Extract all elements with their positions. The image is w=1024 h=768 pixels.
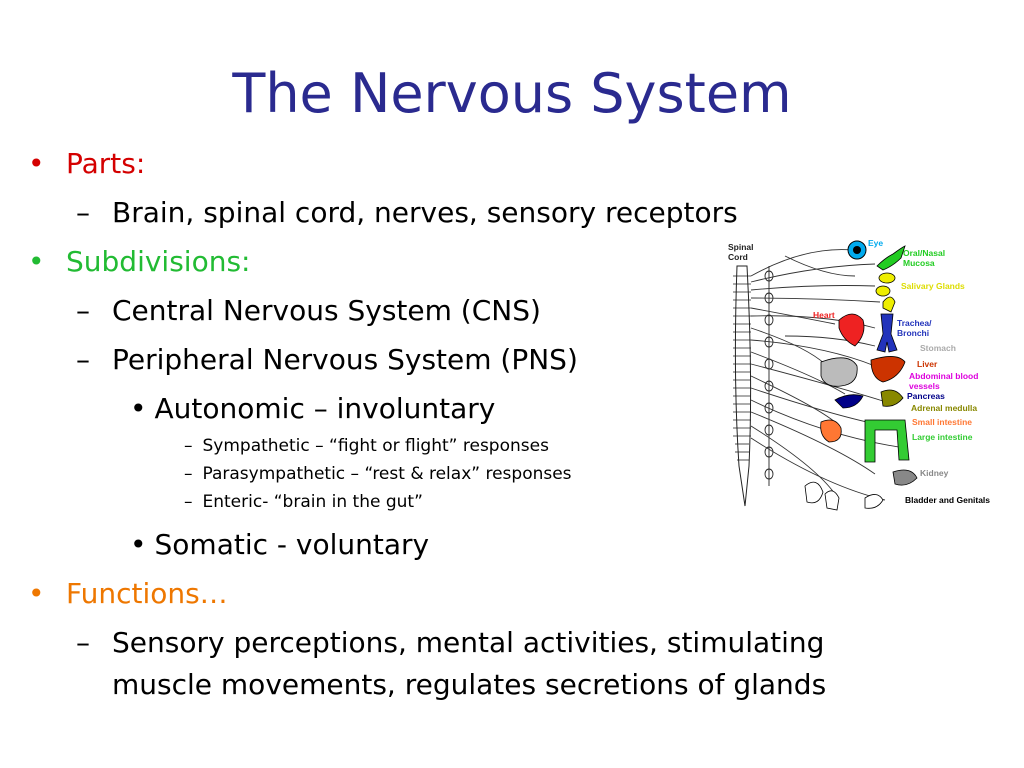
bullet-marker: • xyxy=(130,392,147,425)
parts-heading: Parts: xyxy=(66,147,146,180)
sympathetic-text: Sympathetic – “fight or flight” response… xyxy=(202,436,549,456)
nervous-system-diagram: Spinal Cord Eye Oral/Nasal Mucosa Saliva… xyxy=(725,236,1003,516)
eye-organ xyxy=(847,240,867,260)
subdash-parasympathetic: –Parasympathetic – “rest & relax” respon… xyxy=(184,463,572,485)
stomach-organ xyxy=(820,357,858,387)
heart-label: Heart xyxy=(813,310,835,320)
large-intestine-label: Large intestine xyxy=(912,432,973,442)
large-intestine-organ xyxy=(864,419,910,463)
dash-marker: – xyxy=(184,464,193,484)
bullet-functions: • Functions… xyxy=(28,577,228,611)
subdash-enteric: –Enteric- “brain in the gut” xyxy=(184,491,423,513)
liver-organ xyxy=(870,356,906,383)
subbullet-somatic: •Somatic - voluntary xyxy=(130,528,429,562)
functions-line1: Sensory perceptions, mental activities, … xyxy=(112,626,825,659)
subdash-sympathetic: –Sympathetic – “fight or flight” respons… xyxy=(184,435,549,457)
salivary-organ xyxy=(875,272,896,313)
enteric-text: Enteric- “brain in the gut” xyxy=(202,492,423,512)
slide-title: The Nervous System xyxy=(232,62,792,125)
functions-line2: muscle movements, regulates secretions o… xyxy=(112,668,827,701)
bullet-parts: • Parts: xyxy=(28,147,145,181)
trachea-label: Trachea/ Bronchi xyxy=(897,318,932,338)
eye-label: Eye xyxy=(868,238,884,248)
liver-label: Liver xyxy=(917,359,938,369)
bullet-marker: • xyxy=(28,147,45,180)
bullet-marker: • xyxy=(130,528,147,561)
stomach-label: Stomach xyxy=(920,343,956,353)
bullet-marker: • xyxy=(28,577,45,610)
oral-nasal-organ xyxy=(876,245,906,271)
subdivisions-heading: Subdivisions: xyxy=(66,245,251,278)
dash-marker: – xyxy=(76,343,90,376)
trachea-organ xyxy=(876,313,898,353)
subbullet-autonomic: •Autonomic – involuntary xyxy=(130,392,495,426)
pns-text: Peripheral Nervous System (PNS) xyxy=(112,343,578,376)
small-intestine-label: Small intestine xyxy=(912,417,972,427)
bullet-subdivisions: • Subdivisions: xyxy=(28,245,250,279)
dash-parts-items: –Brain, spinal cord, nerves, sensory rec… xyxy=(76,196,738,230)
dash-marker: – xyxy=(184,436,193,456)
salivary-label: Salivary Glands xyxy=(901,281,965,291)
dash-marker: – xyxy=(184,492,193,512)
kidney-organ xyxy=(892,469,918,486)
spinal-cord-label: Spinal Cord xyxy=(728,242,754,262)
spinal-cord-shape xyxy=(733,265,774,507)
somatic-text: Somatic - voluntary xyxy=(154,528,430,561)
oral-nasal-label: Oral/Nasal Mucosa xyxy=(903,248,946,268)
adrenal-organ xyxy=(880,389,904,407)
dash-marker: – xyxy=(76,196,90,229)
heart-organ xyxy=(838,313,865,347)
kidney-label: Kidney xyxy=(920,468,949,478)
pancreas-label: Pancreas xyxy=(907,391,945,401)
parasympathetic-text: Parasympathetic – “rest & relax” respons… xyxy=(202,464,572,484)
dash-pns: –Peripheral Nervous System (PNS) xyxy=(76,343,578,377)
dash-marker: – xyxy=(76,294,90,327)
dash-functions-line1: –Sensory perceptions, mental activities,… xyxy=(76,626,824,660)
cns-text: Central Nervous System (CNS) xyxy=(112,294,541,327)
autonomic-text: Autonomic – involuntary xyxy=(154,392,496,425)
small-intestine-organ xyxy=(820,419,842,443)
diagram-lines xyxy=(733,240,918,511)
abdominal-label: Abdominal blood vessels xyxy=(909,371,979,391)
dash-cns: –Central Nervous System (CNS) xyxy=(76,294,541,328)
adrenal-label: Adrenal medulla xyxy=(911,403,978,413)
pancreas-organ xyxy=(834,394,864,409)
bladder-label: Bladder and Genitals xyxy=(905,495,991,505)
dash-marker: – xyxy=(76,626,90,659)
parts-item: Brain, spinal cord, nerves, sensory rece… xyxy=(112,196,738,229)
nerve-fibres xyxy=(750,249,906,501)
bullet-marker: • xyxy=(28,245,45,278)
functions-heading: Functions… xyxy=(66,577,228,610)
bladder-organ xyxy=(804,481,884,511)
